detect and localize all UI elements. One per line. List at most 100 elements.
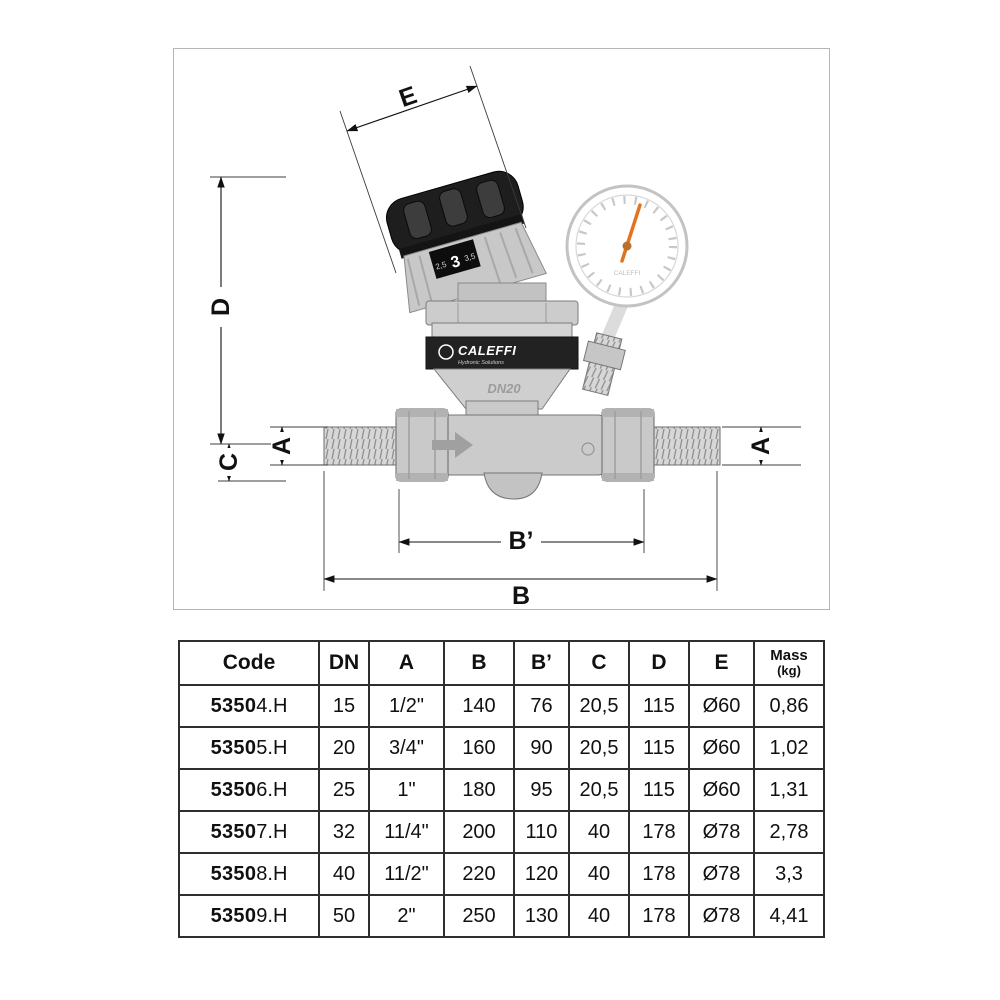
setting-window (428, 239, 481, 279)
cell-b: 250 (443, 894, 515, 938)
cell-code: 53508.H (178, 852, 320, 896)
code-series: 5350 (210, 778, 257, 801)
cell-code: 53506.H (178, 768, 320, 812)
code-suffix: 4.H (256, 694, 288, 717)
cell-b: 180 (443, 768, 515, 812)
cell-a: 2" (368, 894, 445, 938)
scale-high-label: 3,5 (463, 251, 477, 263)
cell-b: 160 (443, 726, 515, 770)
cell-b: 200 (443, 810, 515, 854)
col-header-mass: Mass (kg) (753, 640, 825, 686)
cell-b-prime: 120 (513, 852, 570, 896)
cell-c: 40 (568, 810, 630, 854)
cell-code: 53505.H (178, 726, 320, 770)
scale-low-label: 2,5 (434, 260, 448, 272)
cell-a: 1" (368, 768, 445, 812)
cell-e: Ø78 (688, 810, 755, 854)
dim-label-a-right: A (747, 437, 775, 455)
cell-d: 115 (628, 726, 690, 770)
cell-code: 53504.H (178, 684, 320, 728)
code-series: 5350 (210, 694, 257, 717)
cell-c: 40 (568, 852, 630, 896)
cell-dn: 40 (318, 852, 370, 896)
table-row: 53507.H 32 11/4" 200 110 40 178 Ø78 2,78 (178, 810, 825, 854)
table-row: 53509.H 50 2" 250 130 40 178 Ø78 4,41 (178, 894, 825, 938)
cell-a: 3/4" (368, 726, 445, 770)
gauge-brand-label: CALEFFI (614, 270, 641, 277)
cell-d: 115 (628, 684, 690, 728)
cell-b: 140 (443, 684, 515, 728)
cell-e: Ø78 (688, 852, 755, 896)
inlet-union-nut (395, 408, 449, 482)
cell-mass: 1,31 (753, 768, 825, 812)
cell-mass: 2,78 (753, 810, 825, 854)
cell-mass: 0,86 (753, 684, 825, 728)
dim-label-d: D (207, 298, 235, 316)
col-header-b-prime: B’ (513, 640, 570, 686)
body-stamp-icon (581, 442, 595, 456)
gauge-port-fitting (582, 332, 626, 397)
cell-mass: 1,02 (753, 726, 825, 770)
cell-d: 115 (628, 768, 690, 812)
brand-label: CALEFFI (458, 343, 516, 358)
cell-dn: 50 (318, 894, 370, 938)
inlet-thread (323, 426, 399, 466)
cell-mass: 4,41 (753, 894, 825, 938)
table-row: 53508.H 40 11/2" 220 120 40 178 Ø78 3,3 (178, 852, 825, 896)
cell-b-prime: 95 (513, 768, 570, 812)
col-header-d: D (628, 640, 690, 686)
cell-b-prime: 110 (513, 810, 570, 854)
code-suffix: 8.H (256, 862, 288, 885)
cell-a: 11/2" (368, 852, 445, 896)
cell-c: 40 (568, 894, 630, 938)
cell-a: 11/4" (368, 810, 445, 854)
cell-c: 20,5 (568, 726, 630, 770)
cell-c: 20,5 (568, 768, 630, 812)
code-series: 5350 (210, 904, 257, 927)
code-series: 5350 (210, 862, 257, 885)
col-header-c: C (568, 640, 630, 686)
brand-tagline: Hydronic Solutions (458, 360, 504, 366)
dim-label-b-prime: B’ (509, 527, 534, 555)
outlet-union-nut (601, 408, 655, 482)
valve-body (323, 332, 721, 500)
cell-code: 53507.H (178, 810, 320, 854)
col-header-code: Code (178, 640, 320, 686)
cell-b-prime: 90 (513, 726, 570, 770)
table-row: 53504.H 15 1/2" 140 76 20,5 115 Ø60 0,86 (178, 684, 825, 728)
dim-label-a-left: A (268, 437, 296, 455)
spec-table: Code DN A B B’ C D E Mass (kg) 53504.H 1… (178, 640, 825, 938)
code-suffix: 6.H (256, 778, 288, 801)
cell-e: Ø78 (688, 894, 755, 938)
mass-header-line2: (kg) (777, 663, 801, 678)
cell-dn: 15 (318, 684, 370, 728)
cell-d: 178 (628, 894, 690, 938)
label-backgrounds (210, 287, 772, 554)
outlet-thread (651, 426, 721, 466)
code-suffix: 7.H (256, 820, 288, 843)
cell-d: 178 (628, 852, 690, 896)
cell-e: Ø60 (688, 726, 755, 770)
header-row: Code DN A B B’ C D E Mass (kg) (178, 640, 825, 686)
code-suffix: 9.H (256, 904, 288, 927)
cell-e: Ø60 (688, 768, 755, 812)
dim-label-b: B (512, 582, 530, 609)
dim-label-e: E (396, 81, 421, 113)
gauge-needle (620, 203, 642, 263)
cell-b-prime: 76 (513, 684, 570, 728)
code-series: 5350 (210, 736, 257, 759)
valve-bonnet: CALEFFI Hydronic Solutions DN20 (425, 282, 579, 410)
adjustment-knob: 2,5 3 3,5 (386, 170, 547, 314)
dn-size-label: DN20 (487, 381, 521, 396)
cell-dn: 32 (318, 810, 370, 854)
cell-a: 1/2" (368, 684, 445, 728)
table-row: 53505.H 20 3/4" 160 90 20,5 115 Ø60 1,02 (178, 726, 825, 770)
flow-direction-arrow-icon (432, 432, 473, 458)
cell-dn: 20 (318, 726, 370, 770)
gauge-ticks (577, 196, 677, 296)
caleffi-logo-icon (438, 344, 454, 360)
cell-code: 53509.H (178, 894, 320, 938)
pressure-gauge: CALEFFI (565, 184, 689, 354)
technical-drawing-frame: CALEFFI 2,5 3 3,5 (173, 48, 830, 610)
